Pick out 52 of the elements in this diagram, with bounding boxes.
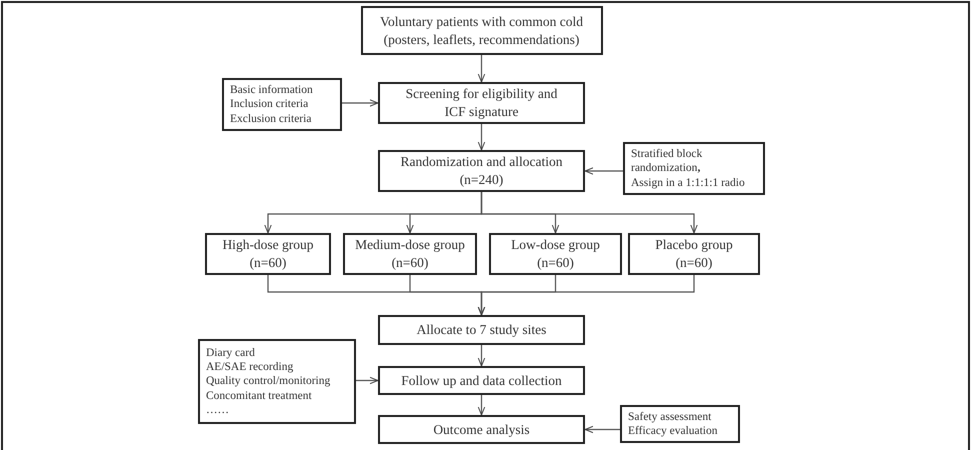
box-text: Outcome analysis — [433, 420, 530, 438]
arrow — [342, 99, 378, 107]
box-text: Voluntary patients with common cold — [380, 12, 583, 30]
box-text: (n=60) — [392, 254, 428, 272]
note-box — [198, 339, 356, 424]
process-box — [378, 82, 585, 124]
box-text: (n=60) — [676, 254, 712, 272]
arrow — [584, 426, 620, 434]
arrow — [356, 376, 378, 384]
box-text: Randomization and allocation — [400, 153, 562, 171]
process-box — [378, 366, 585, 395]
box-text: Placebo group — [655, 236, 733, 254]
box-text: Low-dose group — [511, 236, 600, 254]
process-box — [343, 233, 477, 275]
box-text: Medium-dose group — [355, 236, 465, 254]
box-text: AE/SAE recording — [206, 360, 294, 374]
arrow — [584, 167, 623, 175]
arrow — [480, 192, 698, 234]
box-text: High-dose group — [222, 236, 314, 254]
box-text: (n=60) — [537, 254, 574, 272]
box-text: Allocate to 7 study sites — [416, 321, 546, 339]
process-box — [489, 233, 622, 275]
box-text: …… — [206, 403, 229, 418]
box-text: Assign in a 1:1:1:1 radio — [631, 176, 745, 190]
process-box — [628, 233, 760, 275]
arrow — [478, 124, 486, 150]
box-text: (posters, leaflets, recommendations) — [384, 30, 580, 48]
note-box — [623, 142, 765, 195]
arrow — [478, 395, 486, 416]
box-text: Concomitant treatment — [206, 388, 312, 404]
box-text: Inclusion criteria — [230, 97, 308, 112]
box-text: Stratified block randomization, — [631, 146, 704, 176]
box-text: Screening for eligibility and ICF signature — [404, 85, 558, 121]
box-text: Diary card — [206, 346, 255, 360]
arrow — [478, 345, 486, 366]
box-text: (n=240) — [460, 171, 504, 189]
note-box — [222, 78, 342, 131]
box-text: Quality control/monitoring — [206, 374, 330, 389]
process-box — [378, 150, 585, 192]
box-text: Basic information — [230, 82, 313, 98]
box-text: Exclusion criteria — [230, 112, 312, 126]
process-box — [378, 415, 585, 444]
box-text: (n=60) — [250, 254, 286, 272]
box-text: Follow up and data collection — [401, 372, 562, 390]
note-box — [620, 405, 740, 443]
box-text: Efficacy evaluation — [628, 424, 718, 438]
process-box — [205, 233, 331, 275]
process-box — [378, 315, 585, 345]
arrow — [478, 55, 486, 82]
box-text: Safety assessment — [628, 410, 712, 424]
arrow — [478, 275, 695, 316]
process-box — [360, 6, 602, 55]
